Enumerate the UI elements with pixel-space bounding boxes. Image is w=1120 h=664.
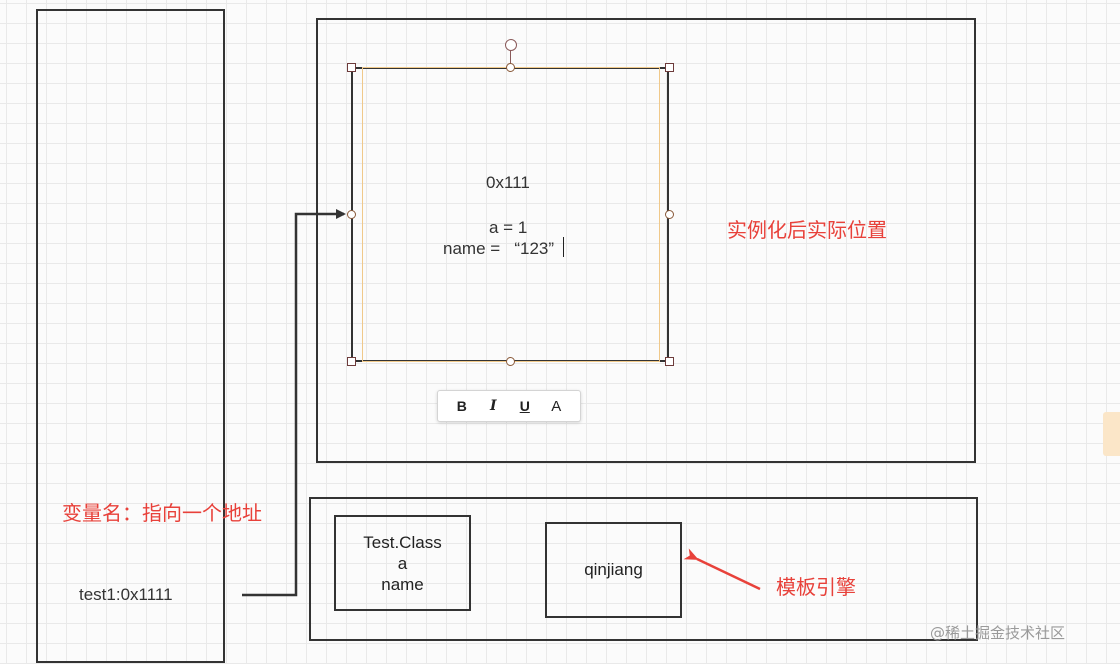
class-line-field-name: name [381, 574, 424, 594]
rotate-handle-stem [510, 50, 511, 64]
resize-handle-left[interactable] [347, 210, 356, 219]
instance-field-name: name = “123” [443, 239, 555, 258]
text-caret [563, 237, 564, 257]
template-label: 模板引擎 [776, 575, 856, 599]
engine-box-label: qinjiang [584, 560, 643, 579]
rotate-handle[interactable] [505, 39, 517, 51]
font-color-button[interactable]: A [551, 397, 562, 415]
instance-box[interactable] [351, 67, 669, 362]
resize-handle-top-right[interactable] [665, 63, 674, 72]
class-line-field-a: a [397, 553, 408, 573]
italic-button[interactable]: I [489, 398, 497, 414]
text-format-toolbar: B I U A [437, 390, 581, 422]
resize-handle-top[interactable] [506, 63, 515, 72]
side-panel-tab[interactable] [1103, 412, 1120, 456]
heap-label: 实例化后实际位置 [727, 218, 887, 242]
underline-button[interactable]: U [519, 398, 530, 414]
watermark: @稀土掘金技术社区 [930, 624, 1066, 642]
resize-handle-bottom[interactable] [506, 357, 515, 366]
bold-button[interactable]: B [456, 398, 467, 414]
resize-handle-right[interactable] [665, 210, 674, 219]
class-line-name: Test.Class [363, 532, 442, 552]
resize-handle-top-left[interactable] [347, 63, 356, 72]
class-box[interactable]: Test.Class a name [334, 515, 471, 611]
engine-box[interactable]: qinjiang [545, 522, 682, 618]
stack-label: 变量名：指向一个地址 [62, 501, 262, 525]
stack-variable[interactable]: test1:0x1111 [79, 585, 173, 604]
resize-handle-bottom-right[interactable] [665, 357, 674, 366]
resize-handle-bottom-left[interactable] [347, 357, 356, 366]
stack-box[interactable] [36, 9, 225, 663]
instance-address: 0x111 [486, 173, 530, 192]
instance-field-a: a = 1 [489, 218, 528, 237]
